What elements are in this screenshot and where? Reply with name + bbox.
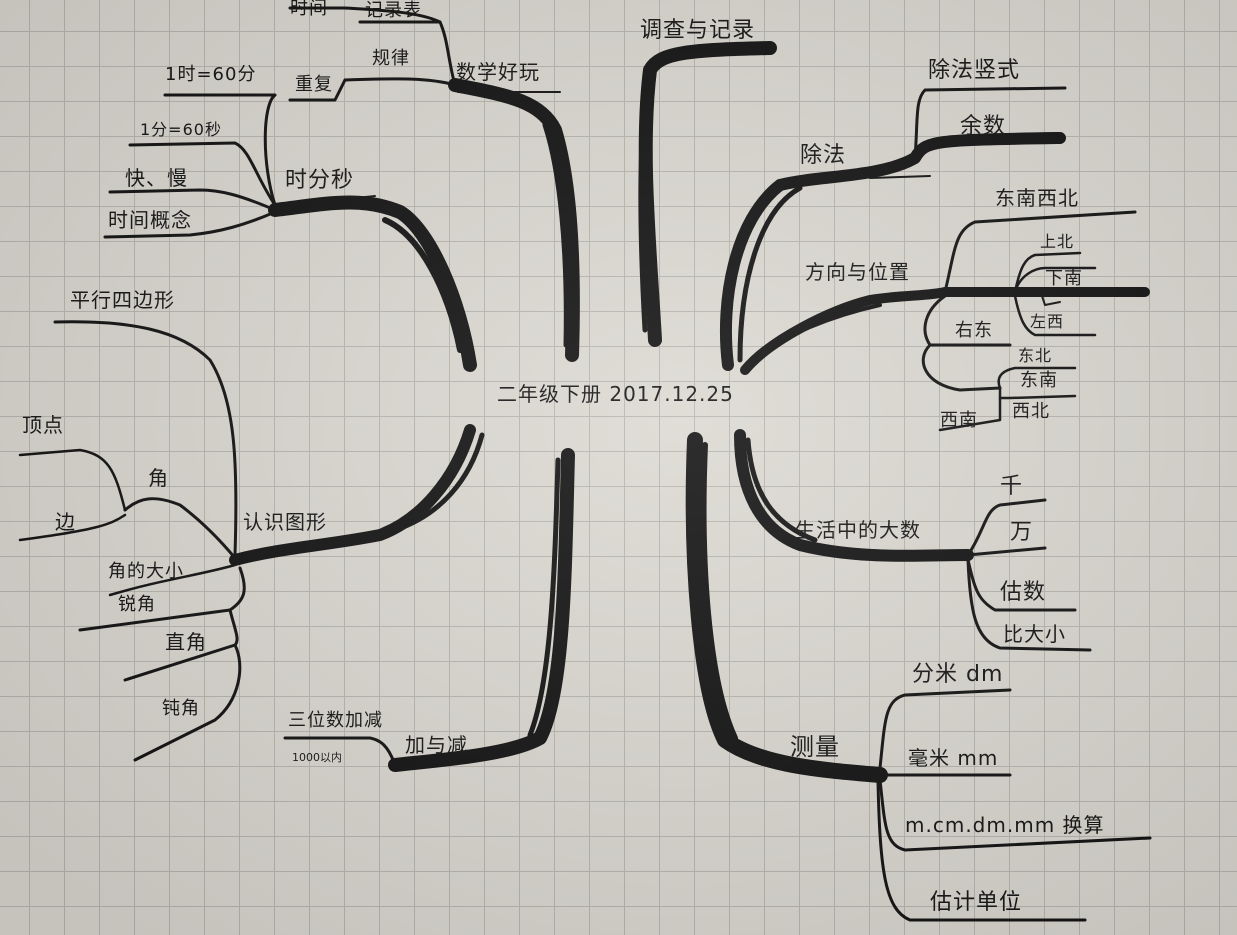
center-title: 二年级下册 2017.12.25 <box>497 382 734 406</box>
leaf-up-north: 上北 <box>1040 232 1075 251</box>
twig-parallelogram <box>53 320 238 557</box>
twig-time-concept <box>103 210 277 239</box>
leaf-within-1000: 1000以内 <box>292 751 342 764</box>
twig-southeast <box>997 366 1077 390</box>
leaf-parallelogram: 平行四边形 <box>70 288 175 312</box>
leaf-nsew: 东南西北 <box>995 186 1079 210</box>
leaf-right-angle: 直角 <box>165 630 207 654</box>
leaf-northeast: 东北 <box>1018 346 1053 365</box>
leaf-edge: 边 <box>55 510 76 534</box>
twig-time-top <box>288 6 442 24</box>
leaf-estimate-unit: 估计单位 <box>930 890 1023 915</box>
leaf-record-table: 记录表 <box>365 0 422 21</box>
leaf-time-concept: 时间概念 <box>108 208 192 232</box>
leaf-northwest: 西北 <box>1012 401 1050 422</box>
leaf-time-top: 时间 <box>290 0 328 19</box>
twig-1h-60m <box>163 93 277 207</box>
branch-label-data: 数学好玩 <box>456 60 540 84</box>
branch-time-trunk <box>268 195 477 372</box>
leaf-remainder: 余数 <box>960 114 1007 139</box>
twig-obtuse <box>133 643 242 762</box>
leaf-ten-thousand: 万 <box>1010 520 1034 545</box>
branch-addsub-trunk <box>388 448 575 772</box>
branch-data-trunk <box>448 78 580 362</box>
twig-repeat <box>288 78 347 102</box>
leaf-acute: 锐角 <box>118 594 156 615</box>
twig-edge <box>18 513 127 542</box>
twig-fast-slow <box>108 188 277 212</box>
twig-northwest <box>998 394 1077 400</box>
leaf-compare: 比大小 <box>1003 622 1066 646</box>
leaf-southeast: 东南 <box>1020 370 1058 391</box>
leaf-unit-conversion: m.cm.dm.mm 换算 <box>905 813 1105 837</box>
leaf-estimate: 估数 <box>1000 580 1047 605</box>
leaf-1h-60m: 1时=60分 <box>165 64 257 85</box>
leaf-down-south: 下南 <box>1045 268 1083 289</box>
branch-measure-trunk <box>685 432 888 783</box>
twig-dm <box>878 688 1012 770</box>
leaf-mm: 毫米 mm <box>908 746 999 770</box>
twig-vertex <box>18 448 127 512</box>
branch-label-shapes: 认识图形 <box>243 510 327 534</box>
twig-thousand <box>966 498 1047 557</box>
branch-division-trunk <box>720 132 1066 371</box>
twig-nsew <box>943 210 1137 294</box>
leaf-right-east: 右东 <box>955 320 993 341</box>
twig-estimate-unit <box>876 780 1087 922</box>
twig-northeast <box>921 343 1002 392</box>
twig-ten-thousand <box>966 546 1047 557</box>
twig-rule <box>343 77 457 87</box>
branch-label-division: 除法 <box>800 143 847 168</box>
leaf-1m-60s: 1分=60秒 <box>140 120 222 139</box>
twig-angle-size <box>108 563 237 597</box>
leaf-vertex: 顶点 <box>22 413 64 437</box>
branch-label-addsub: 加与减 <box>405 733 468 757</box>
leaf-fast-slow: 快、慢 <box>125 166 188 190</box>
twig-three-digit <box>283 736 397 767</box>
leaf-rule: 规律 <box>372 48 410 69</box>
branch-shapes-trunk <box>229 424 476 566</box>
twig-estimate <box>966 558 1077 612</box>
twig-down-south <box>1013 266 1097 294</box>
leaf-southwest: 西南 <box>940 410 978 431</box>
twig-left-west <box>1013 294 1097 337</box>
branch-label-time: 时分秒 <box>285 168 355 193</box>
leaf-three-digit: 三位数加减 <box>288 710 383 731</box>
twig-1m-60s <box>128 141 277 207</box>
twig-angle-group <box>123 497 237 560</box>
leaf-dm: 分米 dm <box>912 662 1004 687</box>
leaf-repeat: 重复 <box>295 74 333 95</box>
branch-bignum-trunk <box>734 429 974 562</box>
leaf-angle-size: 角的大小 <box>108 561 184 582</box>
branch-label-bignum: 生活中的大数 <box>795 518 921 542</box>
branch-label-direction: 方向与位置 <box>805 260 910 284</box>
twig-div-vertical <box>913 86 1067 160</box>
twig-convert <box>878 778 1152 852</box>
branch-label-survey: 调查与记录 <box>640 18 756 43</box>
leaf-thousand: 千 <box>1000 474 1024 499</box>
branch-survey-trunk <box>638 41 777 347</box>
twig-compare <box>966 558 1092 652</box>
leaf-division-vertical: 除法竖式 <box>928 58 1021 83</box>
leaf-obtuse: 钝角 <box>162 698 200 719</box>
branch-label-measure: 测量 <box>790 733 840 761</box>
leaf-angle: 角 <box>148 466 169 490</box>
leaf-left-west: 左西 <box>1030 312 1065 331</box>
